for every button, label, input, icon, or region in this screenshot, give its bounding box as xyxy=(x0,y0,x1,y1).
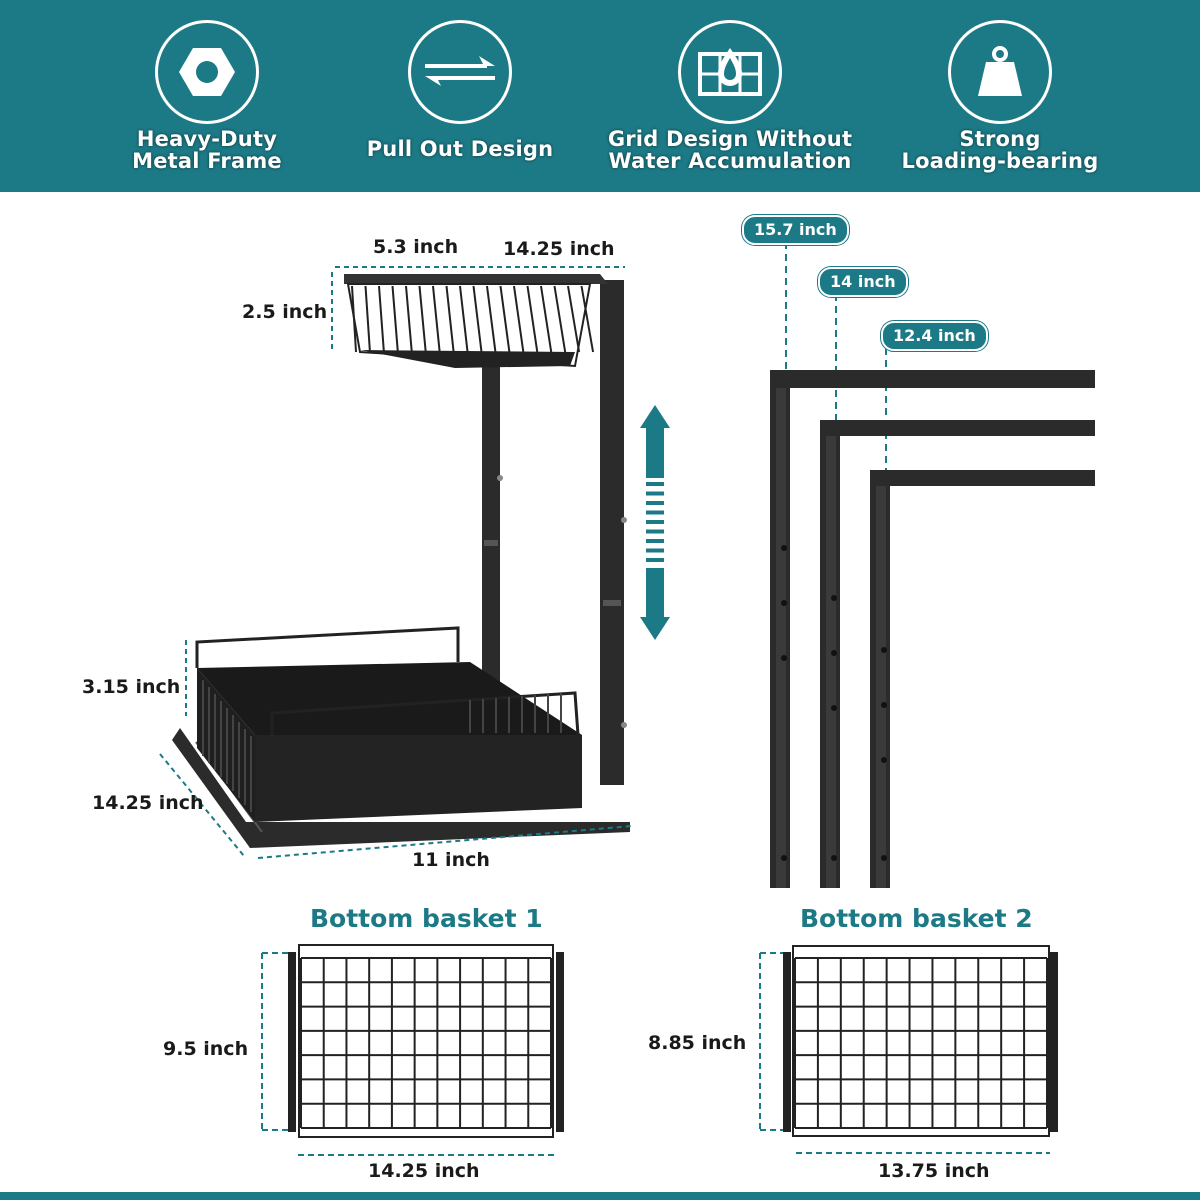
bottom-width-label: 11 inch xyxy=(412,849,490,871)
top-height-label: 2.5 inch xyxy=(242,301,328,323)
frame-height-badge: 12.4 inch xyxy=(881,321,988,351)
feature-label: Pull Out Design xyxy=(366,137,554,161)
bottom-depth-label: 14.25 inch xyxy=(92,792,204,814)
height-adjust-arrow-icon xyxy=(640,405,670,640)
grid-droplet-icon xyxy=(678,20,782,124)
basket-1-height-label: 9.5 inch xyxy=(163,1038,249,1060)
basket-1-title: Bottom basket 1 xyxy=(310,904,543,933)
product-illustration xyxy=(159,266,670,859)
basket-1-width-label: 14.25 inch xyxy=(368,1160,480,1182)
basket-2-diagram xyxy=(759,945,1058,1154)
frame-height-diagram xyxy=(770,242,1095,888)
hex-nut-icon xyxy=(155,20,259,124)
top-depth-label: 5.3 inch xyxy=(373,236,459,258)
basket-2-height-label: 8.85 inch xyxy=(648,1032,747,1054)
frame-height-badge: 15.7 inch xyxy=(742,215,849,245)
basket-2-width-label: 13.75 inch xyxy=(878,1160,990,1182)
weight-icon xyxy=(948,20,1052,124)
top-width-label: 14.25 inch xyxy=(503,238,615,260)
frame-height-badge: 14 inch xyxy=(818,267,908,297)
footer-bar xyxy=(0,1192,1200,1200)
pull-arrows-icon xyxy=(408,20,512,124)
bottom-height-label: 3.15 inch xyxy=(82,676,181,698)
basket-1-diagram xyxy=(261,944,564,1156)
basket-2-title: Bottom basket 2 xyxy=(800,904,1033,933)
feature-pull-out: Pull Out Design xyxy=(330,20,590,160)
